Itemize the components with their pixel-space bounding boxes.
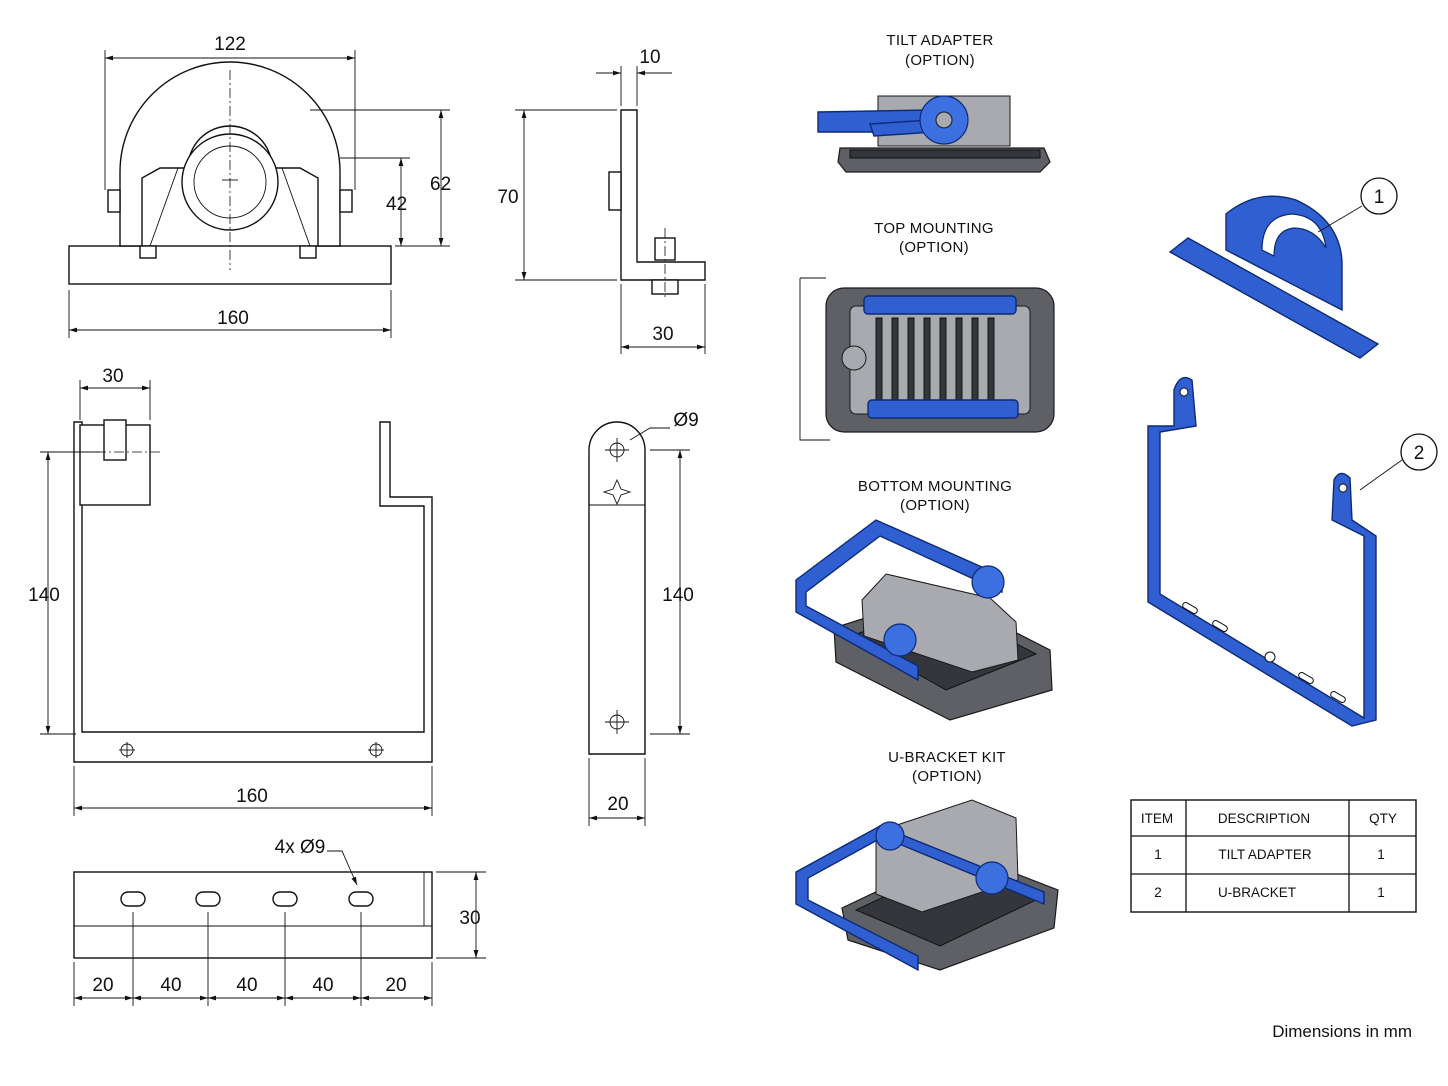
front-view-tilt-adapter [68,61,392,285]
top-mounting-option: (OPTION) [899,239,969,256]
dim-10: 10 [639,47,660,68]
table-row-1-description: TILT ADAPTER [1218,847,1312,862]
side-view-l-bracket [608,109,706,300]
dim-62: 62 [430,174,451,195]
dim-160-front: 160 [217,308,249,329]
dim-42: 42 [386,194,407,215]
table-row-1-qty: 1 [1377,847,1385,862]
dim-30-slot: 30 [459,908,480,929]
bottom-mounting-option: (OPTION) [900,497,970,514]
bottom-mounting-caption: BOTTOM MOUNTING [858,478,1012,495]
front-view-dimensions: 122 62 42 160 [68,34,451,338]
top-mounting-caption: TOP MOUNTING [874,220,994,237]
balloon-1: 1 [1374,187,1385,208]
table-row-2-item: 2 [1154,885,1162,900]
tilt-adapter-caption: TILT ADAPTER [886,32,993,49]
strap-dimensions: Ø9 140 20 [588,410,699,826]
table-header-qty: QTY [1369,811,1397,826]
dim-20-strap: 20 [607,794,628,815]
dim-160-plan: 160 [236,786,268,807]
dim-70: 70 [497,187,518,208]
dim-30-plan: 30 [102,366,123,387]
u-bracket-kit-option: (OPTION) [912,768,982,785]
plan-view-u-bracket [60,419,433,763]
dim-hole-9: Ø9 [673,410,698,431]
table-row-2-description: U-BRACKET [1218,885,1296,900]
strap-view [588,421,646,755]
footer-units-note: Dimensions in mm [1272,1022,1412,1041]
parts-table: ITEM DESCRIPTION QTY 1 TILT ADAPTER 1 2 … [1130,799,1417,913]
option-bottom-mounting: BOTTOM MOUNTING (OPTION) [795,478,1053,721]
balloon-2: 2 [1414,443,1425,464]
option-tilt-adapter: TILT ADAPTER (OPTION) [817,32,1051,173]
dim-122: 122 [214,34,246,55]
tilt-adapter-option: (OPTION) [905,52,975,69]
u-bracket-kit-caption: U-BRACKET KIT [888,749,1006,766]
top-mounting-fins [875,317,995,405]
side-view-dimensions: 10 70 30 [497,47,706,354]
table-header-description: DESCRIPTION [1218,811,1310,826]
table-header-item: ITEM [1141,811,1173,826]
dim-140-plan: 140 [28,585,60,606]
option-top-mounting: TOP MOUNTING (OPTION) [799,220,1055,441]
exploded-part-u-bracket: 2 [1147,376,1438,727]
dim-slot-spacing-1: 20 [92,975,113,996]
table-row-1-item: 1 [1154,847,1162,862]
dim-slot-callout: 4x Ø9 [275,837,326,858]
dim-30-side: 30 [652,324,673,345]
table-row-2-qty: 1 [1377,885,1385,900]
exploded-part-tilt-adapter: 1 [1168,177,1398,359]
dim-slot-spacing-3: 40 [236,975,257,996]
dim-140-strap: 140 [662,585,694,606]
option-u-bracket-kit: U-BRACKET KIT (OPTION) [795,749,1059,972]
slot-view [73,871,433,959]
dim-slot-spacing-5: 20 [385,975,406,996]
dim-slot-spacing-2: 40 [160,975,181,996]
dim-slot-spacing-4: 40 [312,975,333,996]
slot-dimensions: 4x Ø9 30 20 40 40 40 20 [73,837,486,1006]
plan-view-dimensions: 30 140 160 [28,366,433,816]
